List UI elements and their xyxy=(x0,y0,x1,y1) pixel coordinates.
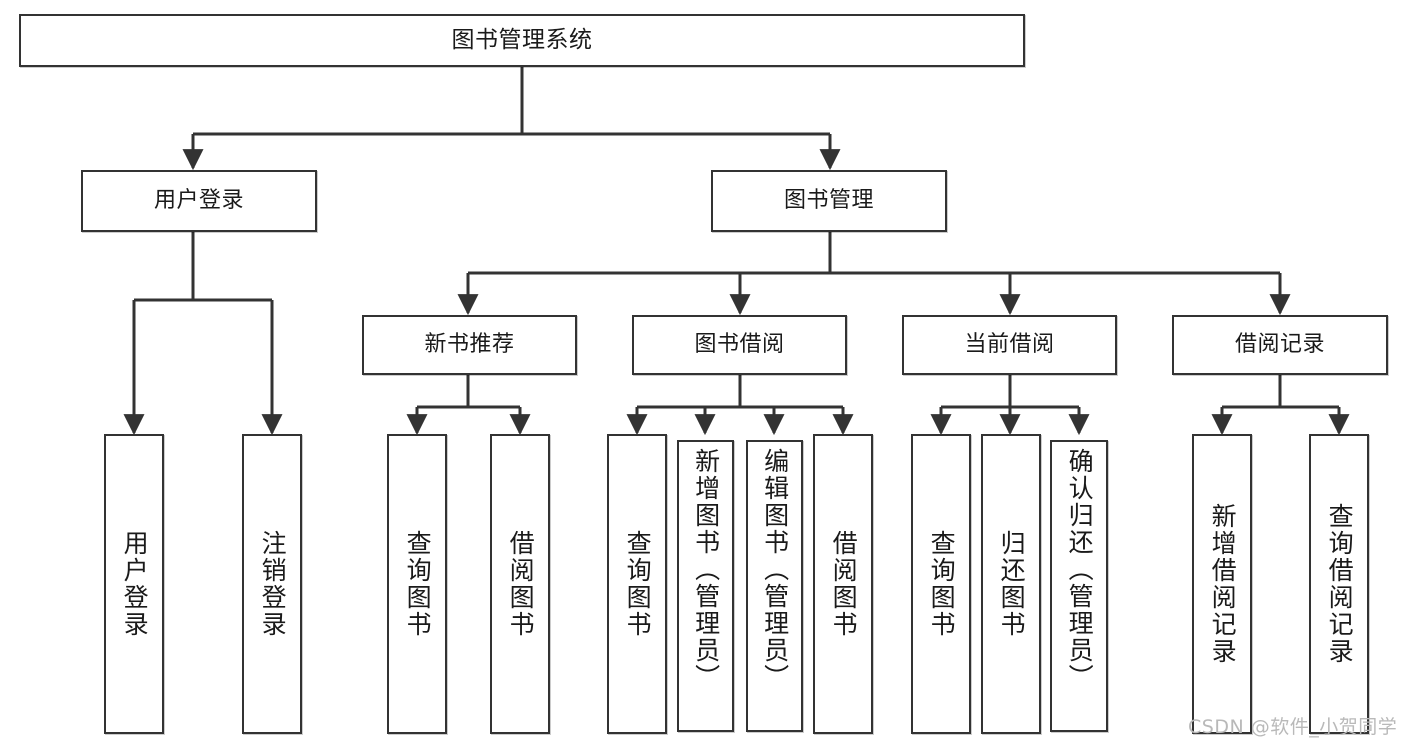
leaf-confirm-return[interactable]: 确认归还（管理员） xyxy=(1050,440,1108,732)
node-label: 查询借阅记录 xyxy=(1325,503,1355,665)
leaf-add-book[interactable]: 新增图书（管理员） xyxy=(677,440,734,732)
node-label: 借阅图书 xyxy=(829,530,859,638)
node-root-system[interactable]: 图书管理系统 xyxy=(19,14,1025,67)
leaf-logout-login[interactable]: 注销登录 xyxy=(242,434,302,734)
leaf-query-book-3[interactable]: 查询图书 xyxy=(911,434,971,734)
node-label: 新书推荐 xyxy=(424,332,515,358)
node-label: 用户登录 xyxy=(153,188,244,214)
leaf-edit-book[interactable]: 编辑图书（管理员） xyxy=(746,440,803,732)
node-label: 新增借阅记录 xyxy=(1208,503,1238,665)
node-book-manage[interactable]: 图书管理 xyxy=(711,170,947,232)
node-label: 图书借阅 xyxy=(694,332,785,358)
node-label: 图书管理系统 xyxy=(451,26,593,53)
node-label: 图书管理 xyxy=(783,188,874,214)
node-label: 查询图书 xyxy=(403,530,433,638)
node-label: 当前借阅 xyxy=(964,332,1055,358)
leaf-query-record[interactable]: 查询借阅记录 xyxy=(1309,434,1369,734)
node-label: 注销登录 xyxy=(258,530,288,638)
watermark: CSDN @软件_小贺同学 xyxy=(1188,716,1398,738)
node-new-book-recommend[interactable]: 新书推荐 xyxy=(362,315,577,375)
node-label: 确认归还（管理员） xyxy=(1065,448,1095,691)
leaf-borrow-book-2[interactable]: 借阅图书 xyxy=(813,434,873,734)
node-label: 借阅图书 xyxy=(506,530,536,638)
leaf-user-login[interactable]: 用户登录 xyxy=(104,434,164,734)
node-label: 查询图书 xyxy=(623,530,653,638)
node-label: 编辑图书（管理员） xyxy=(760,448,790,691)
leaf-add-record[interactable]: 新增借阅记录 xyxy=(1192,434,1252,734)
node-current-borrow[interactable]: 当前借阅 xyxy=(902,315,1117,375)
node-label: 归还图书 xyxy=(997,530,1027,638)
node-label: 借阅记录 xyxy=(1234,332,1325,358)
node-label: 用户登录 xyxy=(120,530,150,638)
node-label: 新增图书（管理员） xyxy=(691,448,721,691)
leaf-return-book[interactable]: 归还图书 xyxy=(981,434,1041,734)
leaf-borrow-book-1[interactable]: 借阅图书 xyxy=(490,434,550,734)
leaf-query-book-2[interactable]: 查询图书 xyxy=(607,434,667,734)
node-label: 查询图书 xyxy=(927,530,957,638)
node-user-login[interactable]: 用户登录 xyxy=(81,170,317,232)
node-book-borrow[interactable]: 图书借阅 xyxy=(632,315,847,375)
leaf-query-book-1[interactable]: 查询图书 xyxy=(387,434,447,734)
node-borrow-record[interactable]: 借阅记录 xyxy=(1172,315,1388,375)
